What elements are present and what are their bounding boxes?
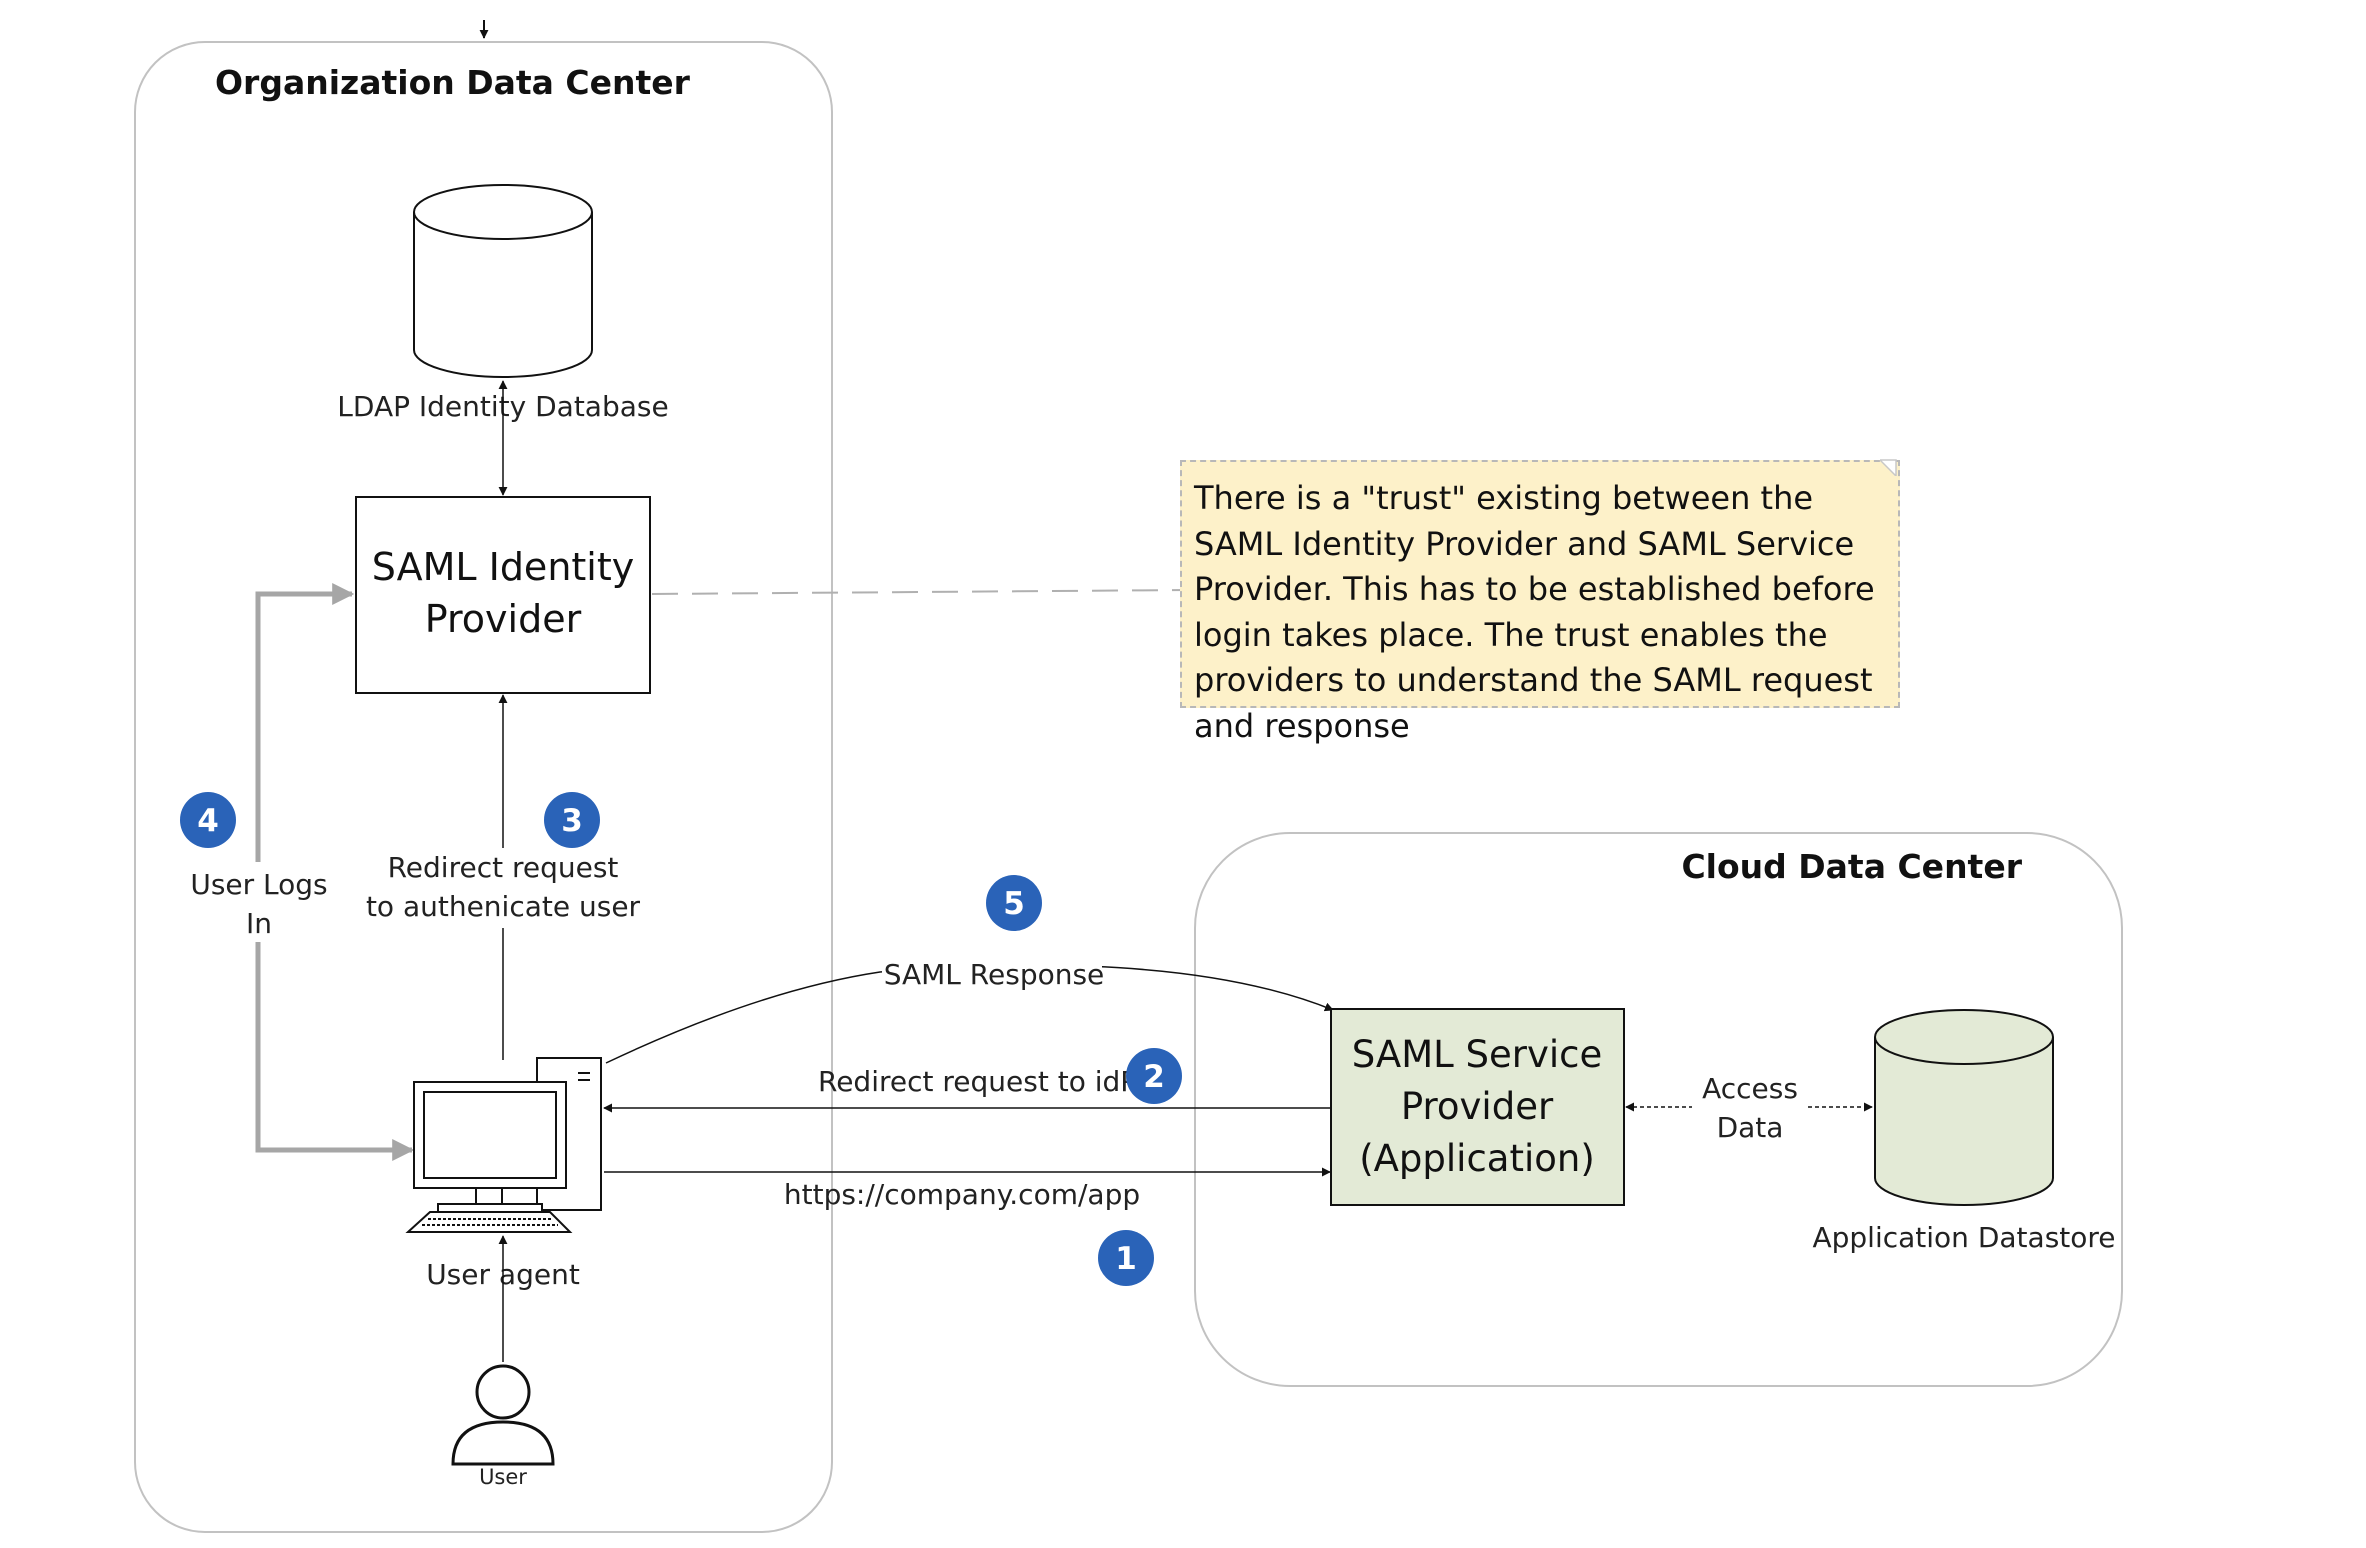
user-logs-in-label-line1: User Logs (190, 868, 327, 901)
user-logs-in-label-line2: In (246, 907, 272, 940)
svg-text:1: 1 (1115, 1241, 1137, 1277)
note-fold-icon (1880, 459, 1897, 476)
svg-text:5: 5 (1003, 886, 1025, 922)
redirect-to-idp-label: Redirect request to idP (818, 1065, 1137, 1098)
cloud-data-center-container (1194, 832, 2123, 1387)
application-datastore-label: Application Datastore (1812, 1221, 2115, 1254)
organization-data-center-title: Organization Data Center (215, 63, 691, 102)
cloud-data-center-title: Cloud Data Center (1681, 847, 2022, 886)
trust-note: There is a "trust" existing between the … (1180, 460, 1900, 745)
saml-service-provider-box (1330, 1008, 1625, 1206)
svg-text:3: 3 (561, 803, 583, 839)
saml-identity-provider-label-line2: Provider (425, 597, 582, 641)
organization-data-center-container (134, 41, 833, 1533)
step-1-badge: 1 (1098, 1230, 1154, 1286)
saml-identity-provider-label-line1: SAML Identity (372, 545, 635, 589)
access-data-label-line1: Access (1702, 1072, 1798, 1105)
saml-service-provider-label-line2: Provider (1401, 1085, 1554, 1128)
user-person-icon (451, 1364, 555, 1466)
step-5-badge: 5 (986, 875, 1042, 931)
user-label: User (479, 1465, 527, 1489)
redirect-authenticate-label-line2: to authenicate user (366, 890, 641, 923)
saml-service-provider-label-line3: (Application) (1359, 1137, 1595, 1180)
saml-service-provider-label-line1: SAML Service (1352, 1033, 1603, 1076)
trust-connector (651, 589, 1191, 595)
saml-response-label: SAML Response (884, 958, 1105, 991)
step-4-badge: 4 (180, 792, 236, 848)
user-agent-computer-icon (405, 1057, 602, 1233)
step-2-badge: 2 (1126, 1048, 1182, 1104)
trust-note-text: There is a "trust" existing between the … (1194, 479, 1875, 745)
application-datastore-icon (1874, 1009, 2054, 1206)
svg-text:4: 4 (197, 803, 219, 839)
step-3-badge: 3 (544, 792, 600, 848)
ldap-database-icon (413, 184, 593, 378)
svg-text:2: 2 (1143, 1059, 1165, 1095)
redirect-authenticate-label-line1: Redirect request (388, 851, 619, 884)
saml-identity-provider-box (355, 496, 651, 694)
app-url-label: https://company.com/app (784, 1178, 1140, 1211)
access-data-label-line2: Data (1717, 1111, 1784, 1144)
